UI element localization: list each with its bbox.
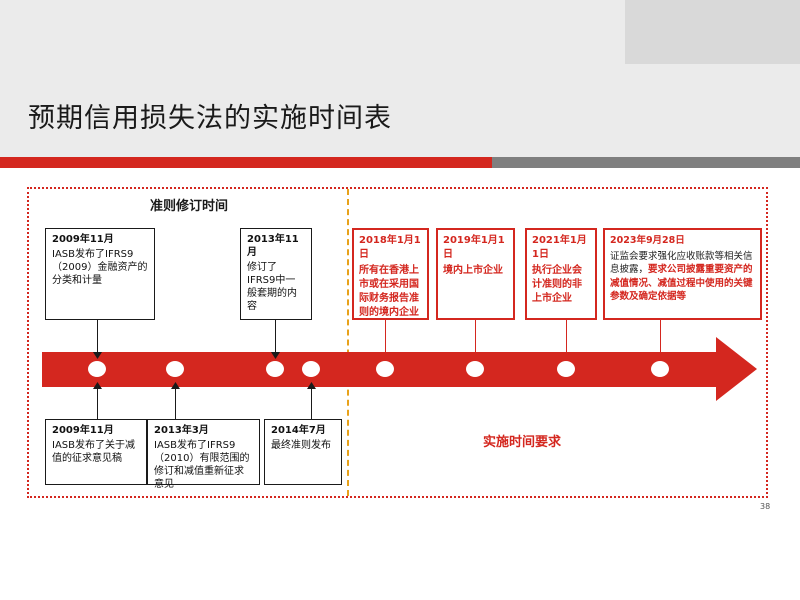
arrow-up-icon [171,382,180,389]
impl-date: 2023年9月28日 [610,235,685,246]
impl-date: 2021年1月1日 [532,235,587,260]
impl-date: 2019年1月1日 [443,235,505,260]
timeline-dot [302,361,320,377]
impl-text: 所有在香港上市或在采用国际财务报告准则的境内企业 [359,265,419,318]
arrow-head-icon [93,352,102,359]
timeline-dot [88,361,106,377]
impl-box-2019: 2019年1月1日 境内上市企业 [436,228,515,320]
event-text: IASB发布了IFRS9（2009）金融资产的分类和计量 [52,249,148,286]
impl-box-2023: 2023年9月28日 证监会要求强化应收账款等相关信息披露，要求公司披露重要资产… [603,228,762,320]
connector-line [97,320,98,358]
event-box-2013-11-hedging: 2013年11月 修订了IFRS9中一般套期的内容 [240,228,312,320]
event-date: 2013年3月 [154,425,209,436]
connector-line [175,386,176,419]
timeline-frame [27,187,768,498]
arrow-up-icon [307,382,316,389]
arrow-up-icon [93,382,102,389]
impl-text: 境内上市企业 [443,265,503,276]
timeline-dot [266,361,284,377]
header-corner-block [625,0,800,64]
impl-text: 执行企业会计准则的非上市企业 [532,265,582,304]
impl-text-highlight: 要求公司披露重要资产的减值情况、减值过程中使用的关键参数及确定依据等 [610,264,753,302]
connector-line [385,320,386,358]
event-box-2009-11-impairment-draft: 2009年11月 IASB发布了关于减值的征求意见稿 [45,419,147,485]
event-text: IASB发布了关于减值的征求意见稿 [52,440,135,464]
phase-divider [347,189,349,496]
event-date: 2014年7月 [271,425,326,436]
event-box-2009-11-ifrs9: 2009年11月 IASB发布了IFRS9（2009）金融资产的分类和计量 [45,228,155,320]
timeline-dot [557,361,575,377]
timeline-dot [166,361,184,377]
event-box-2014-07-final: 2014年7月 最终准则发布 [264,419,342,485]
connector-line [311,386,312,419]
timeline-dot [466,361,484,377]
title-underline-gray [492,157,800,168]
impl-box-2021: 2021年1月1日 执行企业会计准则的非上市企业 [525,228,597,320]
connector-line [475,320,476,358]
event-date: 2009年11月 [52,234,114,245]
timeline-dot [651,361,669,377]
event-text: IASB发布了IFRS9（2010）有限范围的修订和减值重新征求意见 [154,440,250,490]
page-number: 38 [760,502,771,511]
impl-text-plain: 证监会要求强化应收账款等相关信息披露， [610,250,753,276]
event-text: 修订了IFRS9中一般套期的内容 [247,262,297,312]
connector-line [275,320,276,358]
section-label-revision: 准则修订时间 [150,199,229,214]
title-underline-red [0,157,492,168]
event-date: 2013年11月 [247,234,299,258]
section-label-implementation: 实施时间要求 [483,435,562,450]
event-date: 2009年11月 [52,425,114,436]
arrow-head-icon [271,352,280,359]
connector-line [660,320,661,358]
timeline-dot [376,361,394,377]
page-title: 预期信用损失法的实施时间表 [28,103,392,134]
connector-line [566,320,567,358]
connector-line [97,386,98,419]
event-text: 最终准则发布 [271,440,331,451]
event-box-2013-03-redraft: 2013年3月 IASB发布了IFRS9（2010）有限范围的修订和减值重新征求… [147,419,260,490]
impl-box-2018: 2018年1月1日 所有在香港上市或在采用国际财务报告准则的境内企业 [352,228,429,320]
impl-date: 2018年1月1日 [359,235,421,260]
